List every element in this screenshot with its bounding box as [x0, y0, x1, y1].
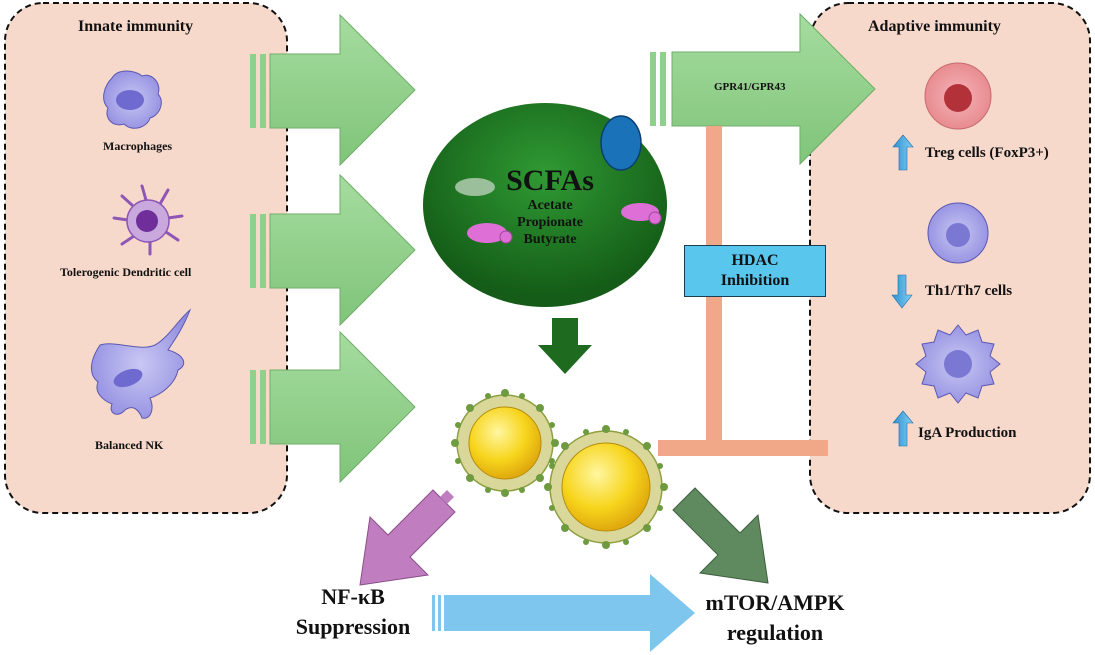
bacteria-cell-2 [544, 425, 668, 549]
scfa-item-acetate: Acetate [527, 198, 573, 213]
b-cell-icon [915, 324, 1001, 404]
hdac-line2: Inhibition [720, 272, 790, 289]
treg-label: Treg cells (FoxP3+) [925, 145, 1049, 161]
nfkb-to-mtor-arrow [432, 574, 695, 652]
adaptive-title: Adaptive immunity [868, 18, 1001, 35]
nfkb-line1: NF-κB [321, 584, 385, 609]
macrophage-icon [103, 70, 162, 129]
mtor-arrow [672, 487, 769, 584]
scfa-down-arrow [538, 318, 592, 374]
iga-label: IgA Production [918, 425, 1017, 441]
th-cell-icon [927, 202, 989, 264]
innate-arrow-1 [250, 13, 416, 167]
dendritic-cell-icon [112, 184, 184, 256]
dendritic-cell-label: Tolerogenic Dendritic cell [60, 265, 192, 279]
mtor-line1: mTOR/AMPK [705, 590, 845, 615]
treg-up-arrow [892, 134, 914, 171]
nfkb-line2: Suppression [295, 614, 411, 639]
mtor-label: mTOR/AMPK regulation [690, 588, 860, 648]
bacteria-cell-1 [451, 389, 559, 497]
macrophages-label: Macrophages [103, 139, 173, 153]
nfkb-label: NF-κB Suppression [278, 582, 428, 642]
th-down-arrow [891, 274, 913, 309]
mtor-line2: regulation [726, 620, 824, 645]
scfa-title: SCFAs [506, 164, 594, 197]
th-label: Th1/Th7 cells [925, 283, 1013, 299]
scfa-text: SCFAs Acetate Propionate Butyrate [470, 165, 630, 248]
nk-cell-icon [91, 308, 192, 419]
treg-cell-icon [924, 62, 992, 130]
hdac-line1: HDAC [731, 252, 779, 269]
receptor-label: GPR41/GPR43 [714, 81, 786, 93]
gpr-arrow [650, 12, 876, 166]
iga-up-arrow [892, 410, 914, 447]
innate-arrow-2 [250, 173, 416, 327]
scfa-item-butyrate: Butyrate [523, 232, 577, 247]
nfkb-arrow [359, 489, 456, 586]
nk-cell-label: Balanced NK [95, 438, 164, 452]
scfa-item-propionate: Propionate [517, 215, 583, 230]
hdac-inhibition-box: HDAC Inhibition [684, 245, 826, 297]
innate-title: Innate immunity [78, 18, 194, 35]
scfa-oval [423, 103, 667, 307]
innate-arrow-3 [250, 330, 416, 484]
